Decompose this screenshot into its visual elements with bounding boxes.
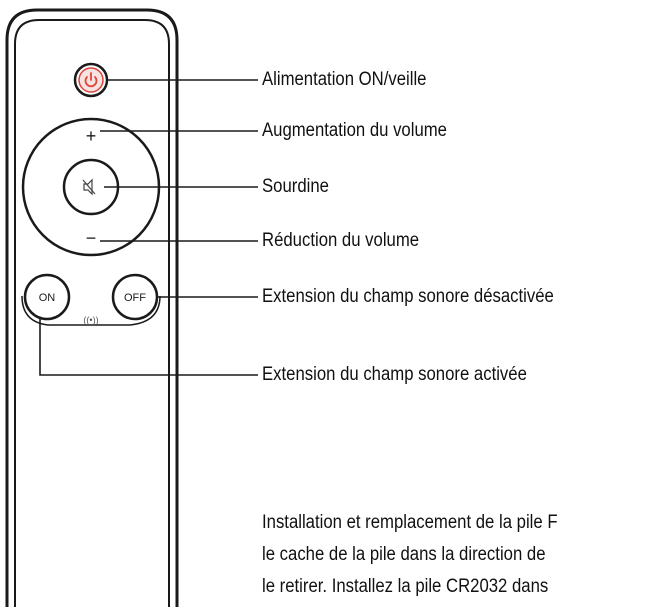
label-sound-field-on: Extension du champ sonore activée [262, 364, 527, 385]
instruction-line: Installation et remplacement de la pile … [262, 512, 558, 533]
instruction-line: le retirer. Installez la pile CR2032 dan… [262, 576, 549, 597]
label-mute: Sourdine [262, 176, 329, 197]
mute-button[interactable] [62, 158, 120, 216]
sound-field-icon: ((•)) [83, 315, 98, 325]
remote-body-outer [5, 8, 179, 607]
instruction-line: le cache de la pile dans la direction de [262, 544, 546, 565]
label-volume-down: Réduction du volume [262, 230, 420, 251]
label-sound-field-off: Extension du champ sonore désactivée [262, 286, 554, 307]
sound-field-panel [21, 295, 161, 326]
power-button[interactable] [73, 62, 109, 98]
volume-down-button[interactable]: − [86, 228, 97, 248]
battery-instructions: Installation et remplacement de la pile … [262, 507, 558, 603]
label-power: Alimentation ON/veille [262, 69, 427, 90]
off-button[interactable]: OFF [111, 273, 159, 321]
volume-up-button[interactable]: + [86, 126, 97, 146]
power-icon [84, 72, 98, 88]
label-volume-up: Augmentation du volume [262, 120, 447, 141]
off-button-label: OFF [124, 292, 146, 304]
leader-lines [39, 79, 258, 376]
on-button-label: ON [39, 292, 56, 304]
mute-icon [82, 178, 96, 196]
leader-on [39, 319, 258, 376]
remote-body-inner [14, 19, 170, 607]
on-button[interactable]: ON [23, 273, 71, 321]
